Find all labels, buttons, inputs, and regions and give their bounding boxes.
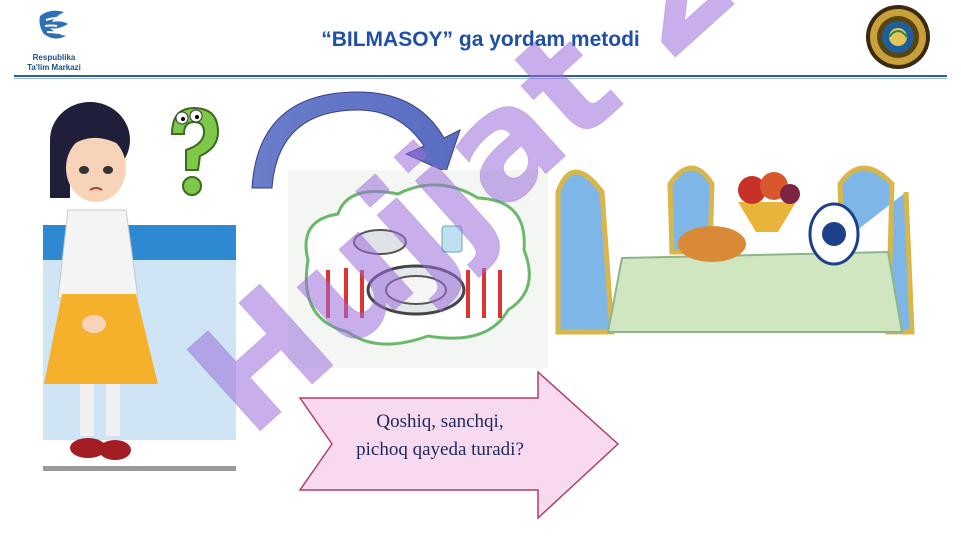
logo-text-line2: Ta'lim Markazi — [27, 63, 81, 72]
curved-arrow-icon — [251, 91, 461, 189]
callout-arrow-shape — [298, 370, 620, 520]
callout-line2: pichoq qayeda turadi? — [356, 439, 524, 460]
header-rule-thin — [14, 78, 947, 79]
question-mark-icon — [170, 106, 220, 196]
logo-text-line1: Respublika — [32, 53, 76, 62]
callout-text: Qoshiq, sanchqi, pichoq qayeda turadi? — [330, 408, 550, 464]
slide-title: “BILMASOY” ga yordam metodi — [321, 28, 640, 51]
ministry-logo: Respublika Ta'lim Markazi — [14, 6, 94, 76]
callout-line1: Qoshiq, sanchqi, — [376, 411, 504, 432]
emblem-seal-icon — [866, 5, 930, 69]
tableware-illustration — [288, 170, 548, 368]
confused-girl-illustration — [43, 102, 236, 471]
dove-logo-icon — [39, 10, 68, 39]
dining-table-illustration — [552, 132, 922, 338]
header-rule — [14, 75, 947, 77]
